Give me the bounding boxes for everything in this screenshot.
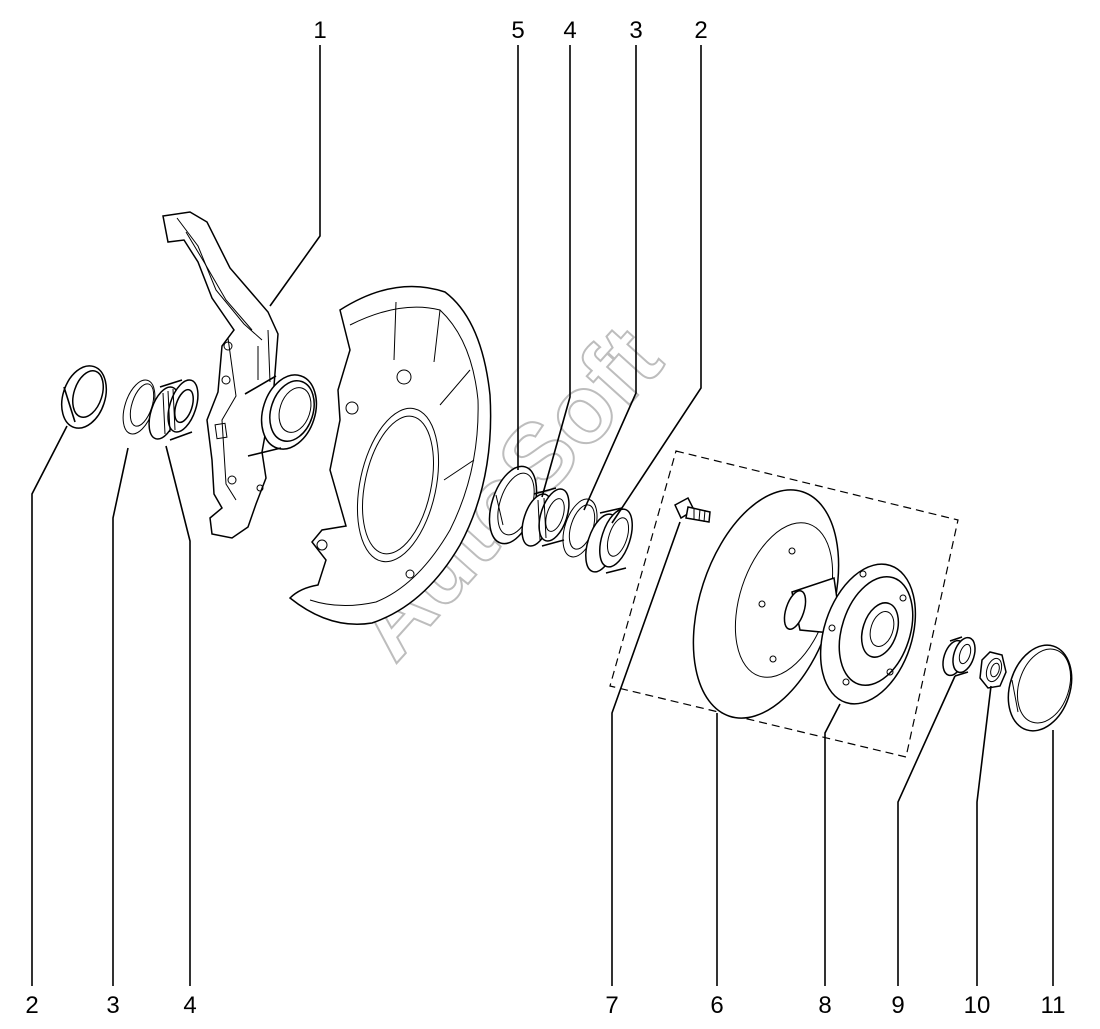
callout-bottom-4: 4 bbox=[183, 992, 196, 1019]
callout-top-1: 1 bbox=[313, 17, 326, 44]
wheel-bolt bbox=[674, 496, 711, 523]
right-bearing bbox=[521, 487, 570, 547]
hub-nut bbox=[979, 651, 1007, 689]
callout-top-5: 5 bbox=[511, 17, 524, 44]
leader-lines bbox=[31, 45, 1054, 986]
hub-spacer bbox=[942, 636, 976, 677]
callout-top-4: 4 bbox=[563, 17, 576, 44]
callout-top-3: 3 bbox=[629, 17, 642, 44]
callout-bottom-6: 6 bbox=[710, 992, 723, 1019]
callout-bottom-2: 2 bbox=[25, 992, 38, 1019]
steering-knuckle bbox=[162, 211, 318, 539]
hub-cap bbox=[1007, 644, 1073, 732]
brake-dust-shield bbox=[288, 285, 492, 625]
callout-top-2: 2 bbox=[694, 17, 707, 44]
callout-bottom-10: 10 bbox=[964, 992, 991, 1019]
right-oil-seal bbox=[585, 507, 633, 574]
brake-disc bbox=[692, 489, 840, 719]
callout-bottom-7: 7 bbox=[605, 992, 618, 1019]
left-bearing bbox=[148, 379, 199, 441]
callout-bottom-9: 9 bbox=[891, 992, 904, 1019]
callouts-bottom: 2 3 4 7 6 8 9 10 11 bbox=[25, 992, 1065, 1019]
left-oil-seal bbox=[60, 365, 108, 429]
callout-bottom-11: 11 bbox=[1041, 992, 1066, 1019]
callout-bottom-3: 3 bbox=[106, 992, 119, 1019]
wheel-hub bbox=[783, 563, 917, 705]
callouts-top: 1 5 4 3 2 bbox=[313, 17, 707, 44]
callout-bottom-8: 8 bbox=[818, 992, 831, 1019]
